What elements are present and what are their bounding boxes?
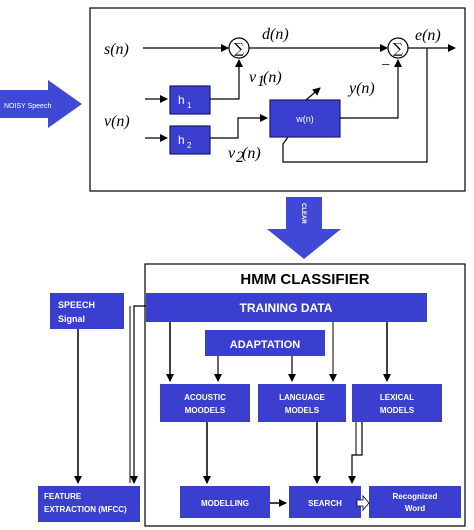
- svg-text:Word: Word: [405, 504, 425, 513]
- search-to-recognized-arrow: [356, 494, 370, 512]
- svg-text:1: 1: [187, 101, 192, 110]
- svg-text:MODELLING: MODELLING: [201, 499, 249, 508]
- adaptation-box: ADAPTATION: [205, 330, 325, 356]
- svg-text:∑: ∑: [234, 41, 244, 57]
- adaptive-filter-box: w(n): [269, 99, 341, 138]
- svg-text:SEARCH: SEARCH: [308, 499, 342, 508]
- modelling-box: MODELLING: [180, 486, 270, 518]
- svg-text:h: h: [178, 93, 185, 107]
- svg-text:(n): (n): [242, 145, 261, 162]
- svg-text:MOODELS: MOODELS: [185, 406, 226, 415]
- svg-text:CLEAR: CLEAR: [300, 203, 306, 224]
- svg-text:MODELS: MODELS: [380, 406, 415, 415]
- svg-text:2: 2: [236, 149, 244, 166]
- filter-output-label: y(n): [347, 80, 375, 97]
- svg-text:2: 2: [187, 141, 192, 150]
- svg-text:SPEECH: SPEECH: [58, 300, 95, 310]
- minus-sign: −: [380, 57, 391, 74]
- error-signal-label: e(n): [415, 27, 441, 44]
- svg-text:LANGUAGE: LANGUAGE: [279, 393, 325, 402]
- svg-text:MODELS: MODELS: [285, 406, 320, 415]
- svg-text:w(n): w(n): [295, 114, 314, 124]
- svg-text:v: v: [228, 145, 236, 162]
- search-box: SEARCH: [289, 486, 361, 518]
- filter-h2-box: h 2: [169, 125, 211, 155]
- input-speech-label: s(n): [104, 41, 129, 58]
- speech-signal-box: SPEECH Signal: [50, 293, 124, 329]
- svg-text:ACOUSTIC: ACOUSTIC: [184, 393, 226, 402]
- svg-text:Signal: Signal: [58, 314, 85, 324]
- training-data-box: TRAINING DATA: [146, 293, 427, 322]
- desired-signal-label: d(n): [262, 26, 289, 43]
- svg-text:Recognized: Recognized: [393, 492, 438, 501]
- filtered-noise-2-label: v 2 (n): [228, 145, 261, 166]
- noisy-speech-arrow: NOISY Speech: [0, 80, 82, 128]
- recognized-word-box: Recognized Word: [369, 486, 461, 518]
- svg-text:ADAPTATION: ADAPTATION: [230, 339, 301, 351]
- summing-junction-2: ∑: [387, 37, 409, 59]
- acoustic-models-box: ACOUSTIC MOODELS: [160, 384, 250, 422]
- svg-text:NOISY Speech: NOISY Speech: [4, 103, 51, 110]
- svg-text:TRAINING DATA: TRAINING DATA: [240, 301, 333, 315]
- svg-text:EXTRACTION (MFCC): EXTRACTION (MFCC): [44, 505, 127, 514]
- svg-text:∑: ∑: [393, 41, 403, 57]
- language-models-box: LANGUAGE MODELS: [258, 384, 346, 422]
- svg-text:LEXICAL: LEXICAL: [380, 393, 414, 402]
- svg-text:1: 1: [257, 73, 265, 90]
- svg-text:FEATURE: FEATURE: [44, 492, 82, 501]
- filter-h1-box: h 1: [169, 85, 211, 115]
- svg-text:v: v: [249, 69, 257, 86]
- noise-input-label: v(n): [104, 113, 130, 130]
- hmm-classifier-title: HMM CLASSIFIER: [240, 271, 369, 288]
- clear-arrow: CLEAR: [267, 197, 341, 259]
- filtered-noise-1-label: v 1 (n): [249, 69, 282, 90]
- summing-junction-1: ∑: [228, 37, 250, 59]
- feature-extraction-box: FEATURE EXTRACTION (MFCC): [38, 486, 140, 522]
- lexical-models-box: LEXICAL MODELS: [352, 384, 442, 422]
- svg-text:(n): (n): [263, 69, 282, 86]
- svg-text:h: h: [178, 133, 185, 147]
